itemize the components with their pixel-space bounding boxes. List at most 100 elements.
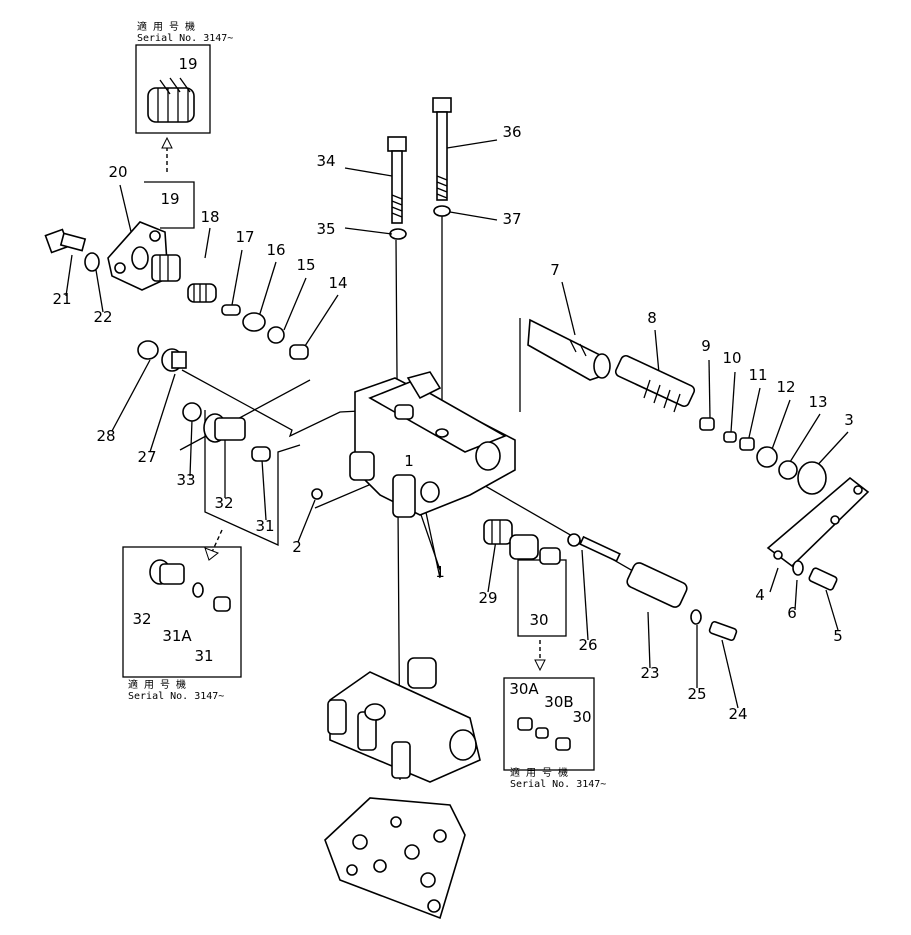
part-label-13: 13 <box>808 393 827 411</box>
part-label-30A: 30A <box>509 680 539 698</box>
o-ring-3 <box>797 461 827 495</box>
spring-18 <box>187 283 217 303</box>
part-label-33: 33 <box>176 471 195 489</box>
ring-16 <box>242 312 266 332</box>
part-label-31A: 31A <box>162 627 192 645</box>
ring-13 <box>778 460 798 480</box>
part-label-31b: 31 <box>194 647 213 665</box>
washer-35 <box>389 228 407 240</box>
part-number-labels: 1123456789101112131415161718191920212223… <box>52 55 853 726</box>
part-label-34: 34 <box>316 152 335 170</box>
plungers-19-lower <box>151 254 181 282</box>
part-label-16: 16 <box>266 241 285 259</box>
ring-28 <box>137 340 159 360</box>
cap-12 <box>756 446 778 468</box>
spool-8 <box>614 354 696 413</box>
part-label-4: 4 <box>755 586 765 604</box>
part-label-22: 22 <box>93 308 112 326</box>
spring-10 <box>723 431 737 443</box>
washer-25 <box>690 609 702 625</box>
valve-body-1 <box>349 371 516 518</box>
part-label-27: 27 <box>137 448 156 466</box>
part-label-17: 17 <box>235 228 254 246</box>
serial-note-heading: 適 用 号 機 <box>510 766 568 779</box>
bracket-lines <box>144 181 521 579</box>
part-label-30a: 30 <box>529 611 548 629</box>
serial-note-heading: 適 用 号 機 <box>137 20 195 33</box>
part-label-7: 7 <box>550 261 560 279</box>
valve-26 <box>567 533 621 563</box>
callout-box-right <box>503 559 595 771</box>
washer-37 <box>433 205 451 217</box>
serial-note-heading: 適 用 号 機 <box>128 678 186 691</box>
part-label-25: 25 <box>687 685 706 703</box>
part-label-21: 21 <box>52 290 71 308</box>
part-label-12: 12 <box>776 378 795 396</box>
inset-spring-30 <box>555 737 571 751</box>
cover-4 <box>766 476 870 568</box>
part-label-14: 14 <box>328 274 347 292</box>
inset-spring-31 <box>213 596 231 612</box>
part-label-24: 24 <box>728 705 747 723</box>
spring-17 <box>221 304 241 316</box>
bolt-24 <box>708 620 738 642</box>
plungers-19-top <box>147 77 195 123</box>
part-label-28: 28 <box>96 427 115 445</box>
spring-31 <box>251 446 271 462</box>
bolt-34 <box>387 136 407 224</box>
inset-spring-30A <box>517 717 533 731</box>
part-label-37: 37 <box>502 210 521 228</box>
part-label-32a: 32 <box>214 494 233 512</box>
part-label-8: 8 <box>647 309 657 327</box>
part-label-3: 3 <box>844 411 854 429</box>
spool-7 <box>527 318 611 381</box>
inset-spring-30B <box>535 727 549 739</box>
part-label-1a: 1 <box>404 452 414 470</box>
part-label-35: 35 <box>316 220 335 238</box>
piston-14 <box>289 344 309 360</box>
part-label-20: 20 <box>108 163 127 181</box>
washer-15 <box>267 326 285 344</box>
part-label-19b: 19 <box>160 190 179 208</box>
part-label-23: 23 <box>640 664 659 682</box>
lower-valve-body <box>327 657 481 783</box>
bolt-36 <box>432 97 452 201</box>
part-label-31a: 31 <box>255 517 274 535</box>
part-label-32b: 32 <box>132 610 151 628</box>
part-label-30b: 30 <box>572 708 591 726</box>
plug-21 <box>44 228 87 254</box>
part-label-26: 26 <box>578 636 597 654</box>
sleeve-23 <box>626 562 688 608</box>
piston-30-group <box>509 534 561 565</box>
callout-box-top <box>135 44 211 172</box>
spool-29 <box>483 519 513 545</box>
part-label-2: 2 <box>292 538 302 556</box>
leader-lines <box>65 139 849 709</box>
base-plate <box>324 797 466 920</box>
part-label-15: 15 <box>296 256 315 274</box>
part-label-18: 18 <box>200 208 219 226</box>
part-label-9: 9 <box>701 337 711 355</box>
washer-6 <box>792 560 804 576</box>
piston-32 <box>203 413 246 443</box>
bolt-5 <box>808 567 838 591</box>
part-label-29: 29 <box>478 589 497 607</box>
spring-9 <box>699 417 715 431</box>
part-label-10: 10 <box>722 349 741 367</box>
inset-piston-32 <box>149 559 185 585</box>
part-label-5: 5 <box>833 627 843 645</box>
part-label-30B: 30B <box>544 693 573 711</box>
ring-33 <box>182 402 202 422</box>
washer-22 <box>84 252 100 272</box>
part-label-36: 36 <box>502 123 521 141</box>
callout-box-left <box>122 529 242 678</box>
part-label-6: 6 <box>787 604 797 622</box>
part-label-11: 11 <box>748 366 767 384</box>
plug-27 <box>161 348 187 372</box>
plug-2 <box>311 488 323 500</box>
retainer-11 <box>739 437 755 451</box>
